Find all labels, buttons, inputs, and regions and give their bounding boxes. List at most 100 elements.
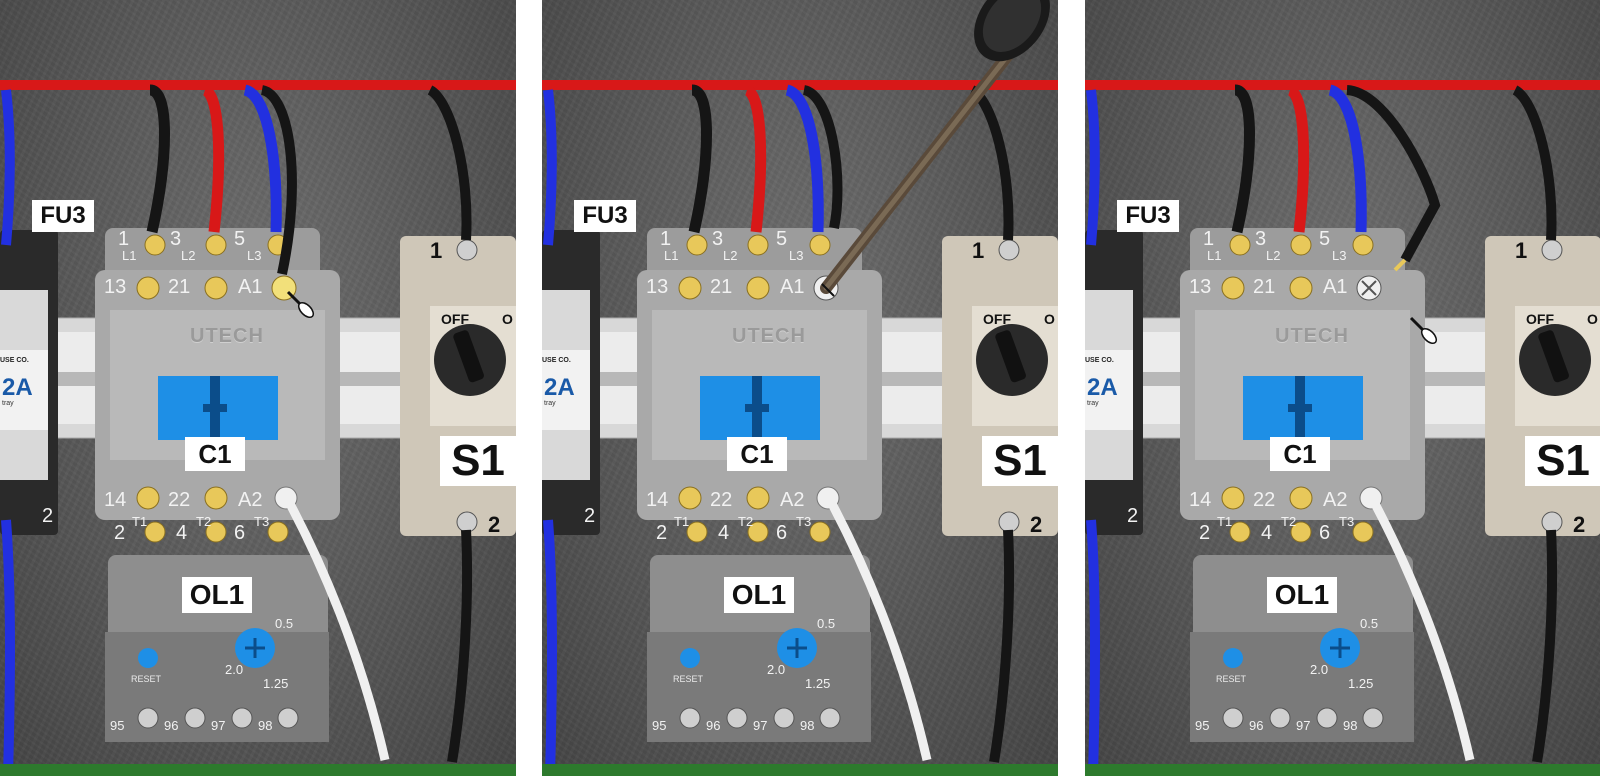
- switch-label: S1: [440, 436, 516, 486]
- terminal-label: 4: [176, 522, 188, 544]
- reset-label: RESET: [673, 674, 704, 684]
- terminal-label: 1: [118, 228, 130, 250]
- terminal-label: 4: [718, 522, 730, 544]
- terminal-label: T1: [1217, 514, 1233, 529]
- terminal-label: T2: [196, 514, 212, 529]
- aux-label: 96: [164, 718, 179, 733]
- terminal-label: 13: [1189, 276, 1212, 298]
- terminal-label: 14: [646, 489, 669, 511]
- fuse-terminal-2: 2: [584, 505, 596, 527]
- terminal-label: 22: [1253, 489, 1276, 511]
- switch-terminal-1: 1: [430, 238, 443, 263]
- terminal-label: 3: [1255, 228, 1267, 250]
- terminal-label: 2: [1199, 522, 1211, 544]
- terminal-label: L3: [247, 248, 262, 263]
- panel-step-3: FU3 USE CO. 2A tray 2 UTECH C1 1 L1 3 L2…: [1085, 0, 1600, 776]
- terminal-label: A2: [1323, 489, 1348, 511]
- reset-label: RESET: [1216, 674, 1247, 684]
- fuse-brand-text: USE CO.: [1085, 357, 1114, 364]
- terminal-label: L2: [181, 248, 196, 263]
- aux-label: 96: [706, 718, 721, 733]
- terminal-label: T3: [254, 514, 270, 529]
- switch-terminal-1: 1: [972, 238, 985, 263]
- aux-label: 98: [1343, 718, 1358, 733]
- overload-label: OL1: [724, 577, 794, 613]
- aux-label: 97: [211, 718, 226, 733]
- terminal-label: L2: [723, 248, 738, 263]
- aux-label: 95: [652, 718, 667, 733]
- terminal-label: T2: [738, 514, 754, 529]
- terminal-label: A1: [1323, 276, 1348, 298]
- dial-mark: 0.5: [1360, 616, 1379, 631]
- terminal-label: T3: [1339, 514, 1355, 529]
- dial-mark: 1.25: [1348, 676, 1374, 691]
- terminal-label: T2: [1281, 514, 1297, 529]
- contactor-brand: UTECH: [190, 325, 264, 347]
- terminal-label: 3: [712, 228, 724, 250]
- aux-label: 97: [1296, 718, 1311, 733]
- switch-on-label: O: [1044, 311, 1055, 327]
- fuse-brand-text: USE CO.: [0, 357, 29, 364]
- switch-on-label: O: [1587, 311, 1598, 327]
- panel-graphics: [1085, 80, 1600, 776]
- contactor-label: C1: [727, 437, 787, 471]
- terminal-label: A2: [780, 489, 805, 511]
- aux-label: 95: [110, 718, 125, 733]
- switch-off-label: OFF: [1526, 311, 1554, 327]
- aux-label: 95: [1195, 718, 1210, 733]
- terminal-label: 2: [656, 522, 668, 544]
- terminal-label: 21: [168, 276, 191, 298]
- terminal-label: 14: [104, 489, 127, 511]
- fuse-sub-text: tray: [1087, 400, 1099, 407]
- switch-terminal-2: 2: [488, 512, 501, 537]
- terminal-label: 4: [1261, 522, 1273, 544]
- screwdriver-tool-icon: [820, 0, 1050, 297]
- terminal-label: 5: [1319, 228, 1331, 250]
- reset-button-icon: [138, 648, 158, 668]
- terminal-label: 21: [710, 276, 733, 298]
- terminal-label: L1: [664, 248, 679, 263]
- terminal-label: 22: [168, 489, 191, 511]
- terminal-label: 2: [114, 522, 126, 544]
- switch-terminal-1: 1: [1515, 238, 1528, 263]
- terminal-label: 5: [234, 228, 246, 250]
- fuse-label: FU3: [574, 200, 636, 232]
- terminal-label: 22: [710, 489, 733, 511]
- terminal-label: 13: [104, 276, 127, 298]
- terminal-label: T1: [132, 514, 148, 529]
- terminal-label: 6: [234, 522, 246, 544]
- panel-graphics: [542, 0, 1058, 776]
- terminal-label: L1: [1207, 248, 1222, 263]
- terminal-label: 6: [1319, 522, 1331, 544]
- fuse-terminal-2: 2: [42, 505, 54, 527]
- fuse-terminal-2: 2: [1127, 505, 1139, 527]
- terminal-label: 6: [776, 522, 788, 544]
- switch-on-label: O: [502, 311, 513, 327]
- panel-graphics: [0, 80, 516, 776]
- fuse-label: FU3: [1117, 200, 1179, 232]
- terminal-label: 1: [660, 228, 672, 250]
- aux-label: 97: [753, 718, 768, 733]
- contactor-brand: UTECH: [732, 325, 806, 347]
- aux-label: 98: [800, 718, 815, 733]
- panel-step-2: FU3 USE CO. 2A tray 2 UTECH C1 1 L1 3 L2…: [542, 0, 1058, 776]
- terminal-label: 14: [1189, 489, 1212, 511]
- dial-mark: 2.0: [225, 662, 244, 677]
- terminal-label: T1: [674, 514, 690, 529]
- switch-label: S1: [982, 436, 1058, 486]
- red-bus-wire: [0, 80, 516, 90]
- terminal-label: 1: [1203, 228, 1215, 250]
- overload-label: OL1: [1267, 577, 1337, 613]
- aux-label: 96: [1249, 718, 1264, 733]
- terminal-label: L3: [789, 248, 804, 263]
- terminal-label: L1: [122, 248, 137, 263]
- terminal-label: 3: [170, 228, 182, 250]
- terminal-label: A2: [238, 489, 263, 511]
- fuse-brand-text: USE CO.: [542, 357, 571, 364]
- panel-step-1: FU3 USE CO. 2A tray 2 UTECH C1 1 L1 3 L2…: [0, 0, 516, 776]
- fuse-rating-text: 2A: [1087, 374, 1118, 401]
- reset-label: RESET: [131, 674, 162, 684]
- contactor-brand: UTECH: [1275, 325, 1349, 347]
- terminal-label: T3: [796, 514, 812, 529]
- dial-mark: 0.5: [275, 616, 294, 631]
